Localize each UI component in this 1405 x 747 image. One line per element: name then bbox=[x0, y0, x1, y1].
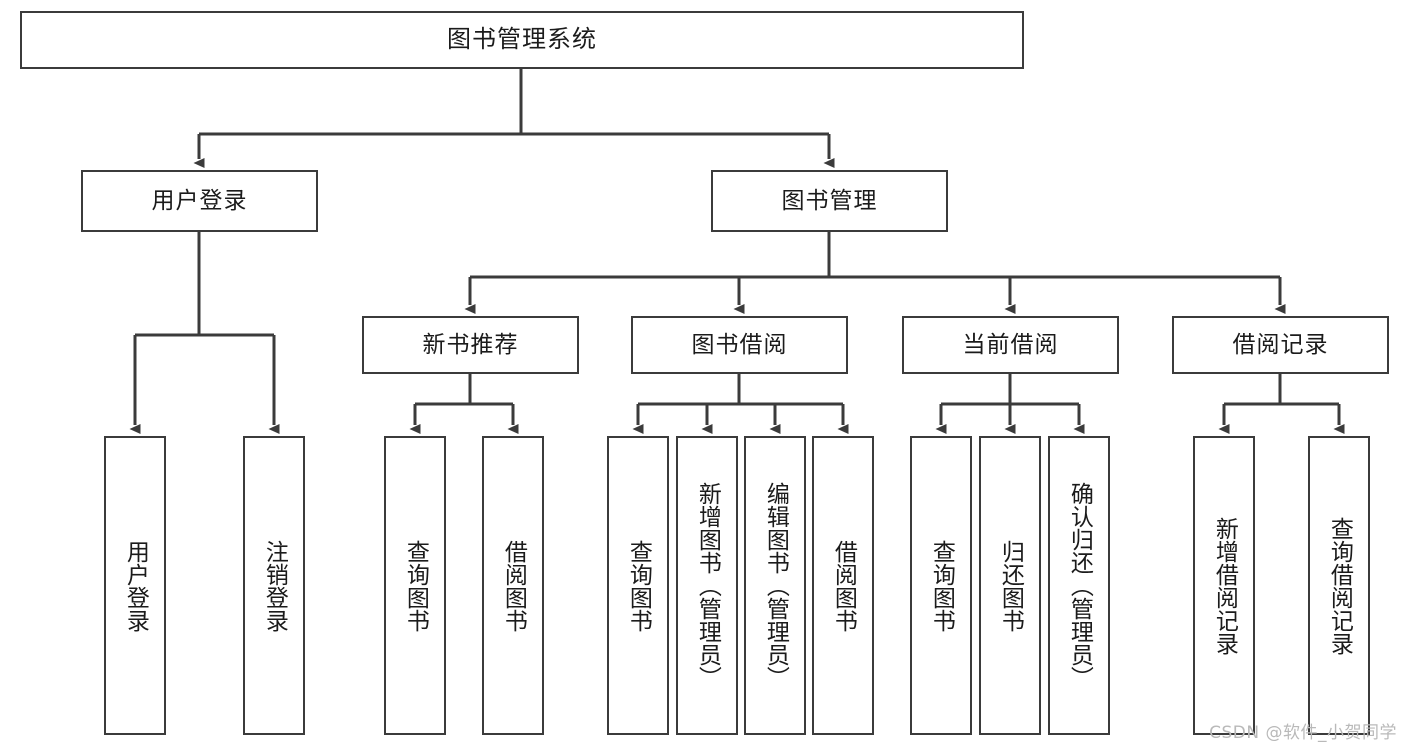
watermark-text: CSDN @软件_小贺同学 bbox=[1209, 723, 1397, 743]
leaf-query-book-3[interactable]: 查询图书 bbox=[910, 436, 972, 735]
node-label: 新增图书（管理员） bbox=[694, 482, 721, 689]
node-label: 查询图书 bbox=[625, 539, 652, 632]
node-label: 注销登录 bbox=[261, 539, 288, 632]
node-current-borrow[interactable]: 当前借阅 bbox=[902, 316, 1119, 374]
node-label: 归还图书 bbox=[997, 539, 1024, 632]
node-book-management[interactable]: 图书管理 bbox=[711, 170, 948, 232]
leaf-query-book-2[interactable]: 查询图书 bbox=[607, 436, 669, 735]
leaf-edit-book[interactable]: 编辑图书（管理员） bbox=[744, 436, 806, 735]
leaf-borrow-book-2[interactable]: 借阅图书 bbox=[812, 436, 874, 735]
node-label: 确认归还（管理员） bbox=[1066, 482, 1093, 689]
node-label: 图书管理 bbox=[781, 187, 878, 214]
leaf-confirm-return[interactable]: 确认归还（管理员） bbox=[1048, 436, 1110, 735]
node-label: 查询借阅记录 bbox=[1326, 516, 1353, 655]
node-label: 用户登录 bbox=[151, 187, 248, 214]
node-label: 查询图书 bbox=[928, 539, 955, 632]
node-label: 新书推荐 bbox=[422, 331, 519, 358]
node-label: 图书管理系统 bbox=[447, 25, 597, 54]
node-label: 用户登录 bbox=[122, 539, 149, 632]
leaf-logout-login[interactable]: 注销登录 bbox=[243, 436, 305, 735]
node-label: 当前借阅 bbox=[962, 331, 1059, 358]
node-user-login[interactable]: 用户登录 bbox=[81, 170, 318, 232]
node-label: 编辑图书（管理员） bbox=[762, 482, 789, 689]
leaf-user-login[interactable]: 用户登录 bbox=[104, 436, 166, 735]
node-label: 图书借阅 bbox=[691, 331, 788, 358]
node-label: 借阅图书 bbox=[830, 539, 857, 632]
leaf-query-book-1[interactable]: 查询图书 bbox=[384, 436, 446, 735]
node-book-borrow[interactable]: 图书借阅 bbox=[631, 316, 848, 374]
node-label: 借阅记录 bbox=[1232, 331, 1329, 358]
node-root-book-management-system[interactable]: 图书管理系统 bbox=[20, 11, 1024, 69]
leaf-query-record[interactable]: 查询借阅记录 bbox=[1308, 436, 1370, 735]
node-label: 查询图书 bbox=[402, 539, 429, 632]
leaf-add-book[interactable]: 新增图书（管理员） bbox=[676, 436, 738, 735]
node-label: 新增借阅记录 bbox=[1211, 516, 1238, 655]
node-new-book-recommend[interactable]: 新书推荐 bbox=[362, 316, 579, 374]
node-borrow-record[interactable]: 借阅记录 bbox=[1172, 316, 1389, 374]
node-label: 借阅图书 bbox=[500, 539, 527, 632]
leaf-return-book[interactable]: 归还图书 bbox=[979, 436, 1041, 735]
leaf-add-record[interactable]: 新增借阅记录 bbox=[1193, 436, 1255, 735]
leaf-borrow-book-1[interactable]: 借阅图书 bbox=[482, 436, 544, 735]
